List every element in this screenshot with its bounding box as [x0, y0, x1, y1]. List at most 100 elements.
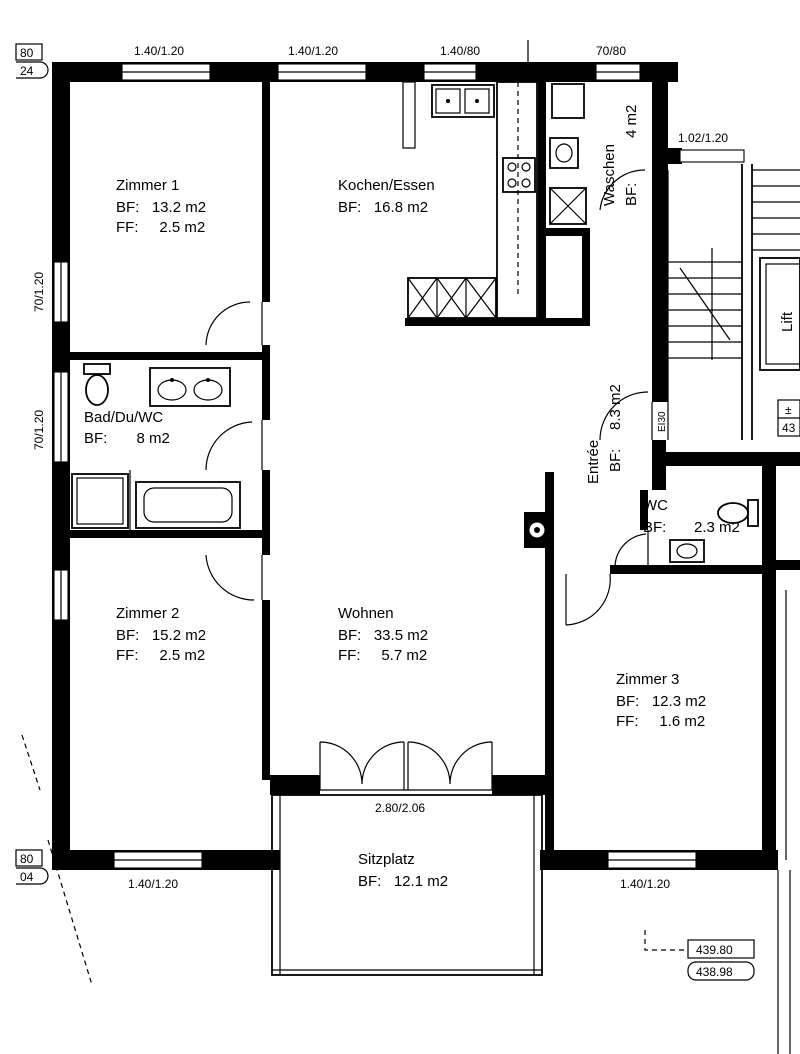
door-balcony-right	[407, 741, 493, 790]
interior-walls	[70, 82, 768, 852]
room-name-zimmer2: Zimmer 2	[116, 605, 179, 622]
kitchen-counter	[496, 81, 538, 319]
level-box-2	[687, 961, 755, 981]
room-area-wc: 2.3 m2	[694, 519, 740, 536]
lift-label: Lift	[779, 311, 796, 332]
room-ff-wohnen: FF: 5.7 m2	[338, 647, 427, 664]
dim-top-mid: 1.40/1.20	[288, 44, 338, 58]
door-entree	[599, 391, 653, 441]
sitzplatz-outline	[271, 794, 543, 976]
wall-sitz-north-l	[270, 775, 320, 795]
dim-top-left: 1.40/1.20	[134, 44, 184, 58]
room-bf-zimmer1: BF: 13.2 m2	[116, 199, 206, 216]
kitchen-hood	[402, 81, 416, 149]
lift-shaft	[759, 257, 800, 371]
wall-z2-east	[262, 600, 270, 780]
room-name-kochen: Kochen/Essen	[338, 177, 435, 194]
wc-toilet	[717, 502, 749, 524]
wall-bad-south	[70, 530, 270, 538]
room-labels: Zimmer 1 BF: 13.2 m2 FF: 2.5 m2 Kochen/E…	[84, 105, 796, 890]
wall-wash-east	[582, 228, 590, 326]
level-leader	[644, 930, 688, 951]
level-1: 439.80	[696, 943, 733, 957]
right-edge-wall	[776, 560, 800, 570]
kitchen-fixtures	[402, 81, 538, 319]
dim-top-kitchen: 1.40/80	[440, 44, 480, 58]
marker-bl-a: 80	[20, 852, 34, 866]
door-balcony-left	[319, 741, 405, 790]
wall-wc-west	[640, 490, 648, 530]
room-name-wc: WC	[643, 497, 668, 514]
room-bf-wohnen: BF: 33.5 m2	[338, 627, 428, 644]
bathtub	[135, 481, 241, 529]
marker-right-num: 43	[782, 421, 796, 435]
dim-stair-window: 1.02/1.20	[678, 131, 728, 145]
room-bf-zimmer2: BF: 15.2 m2	[116, 627, 206, 644]
dimension-labels: 1.40/1.20 1.40/1.20 1.40/80 70/80 1.02/1…	[32, 44, 728, 891]
room-name-wohnen: Wohnen	[338, 605, 394, 622]
doors	[205, 169, 653, 791]
marker-bl-box	[15, 849, 43, 867]
bath-fixtures	[71, 363, 241, 530]
sitzplatz-area	[271, 794, 543, 976]
door-bad	[205, 420, 263, 471]
staircase	[667, 164, 800, 440]
wall-landing	[652, 452, 800, 466]
door-wc	[614, 530, 649, 567]
room-area-waschen: 4 m2	[623, 105, 640, 138]
kitchen-cooktop	[502, 157, 536, 193]
wash-unit	[551, 83, 585, 119]
shower-tray	[71, 473, 129, 529]
wall-left	[52, 62, 70, 870]
washing-machine	[549, 187, 587, 225]
room-name-bad: Bad/Du/WC	[84, 409, 163, 426]
stair-treads-upper	[752, 169, 800, 251]
wall-wash-south	[538, 228, 586, 236]
kitchen-cabinets	[407, 277, 497, 319]
wc-tank	[747, 499, 759, 527]
wall-right-lower	[762, 466, 776, 870]
wall-z3-north	[610, 565, 768, 574]
wall-z1-east-a	[262, 82, 270, 302]
wash-fixtures	[549, 83, 587, 225]
marker-tl-b: 24	[20, 64, 34, 78]
wash-basin	[549, 137, 579, 169]
bath-vanity	[149, 367, 231, 407]
dim-left-lower: 70/1.20	[32, 410, 46, 450]
wall-z1-east-b	[262, 345, 270, 420]
level-box-1	[687, 939, 755, 959]
wall-wohnen-east	[545, 472, 554, 852]
room-name-entree: Entrée	[585, 440, 602, 484]
toilet	[85, 374, 109, 406]
wall-sitz-north-r	[492, 775, 554, 795]
room-bf-sitzplatz: BF: 12.1 m2	[358, 873, 448, 890]
marker-tl-a: 80	[20, 46, 34, 60]
room-bf-zimmer3: BF: 12.3 m2	[616, 693, 706, 710]
room-name-sitzplatz: Sitzplatz	[358, 851, 415, 868]
room-bf-kochen: BF: 16.8 m2	[338, 199, 428, 216]
door-z3	[565, 573, 611, 626]
room-area-entree: 8.3 m2	[607, 384, 624, 430]
chimney-dot	[534, 527, 540, 533]
wc-fixtures	[669, 499, 759, 563]
room-name-zimmer1: Zimmer 1	[116, 177, 179, 194]
wall-bad-east	[262, 470, 270, 555]
wall-kitchen-south	[405, 318, 585, 326]
dim-left-upper: 70/1.20	[32, 272, 46, 312]
dim-bottom-right: 1.40/1.20	[620, 877, 670, 891]
stair-arrow	[679, 248, 731, 360]
door-waschen	[599, 169, 646, 211]
room-bf-bad: BF: 8 m2	[84, 430, 170, 447]
room-bf-waschen: BF:	[623, 183, 640, 206]
level-2: 438.98	[696, 965, 733, 979]
marker-tl-box	[15, 43, 43, 61]
room-bf-entree: BF:	[607, 449, 624, 472]
room-name-waschen: Waschen	[601, 144, 618, 206]
toilet-tank	[83, 363, 111, 375]
misc-lines	[21, 40, 800, 1054]
window-stair	[679, 149, 745, 163]
wall-z1-south	[70, 352, 270, 360]
wc-basin	[669, 539, 705, 563]
room-name-zimmer3: Zimmer 3	[616, 671, 679, 688]
